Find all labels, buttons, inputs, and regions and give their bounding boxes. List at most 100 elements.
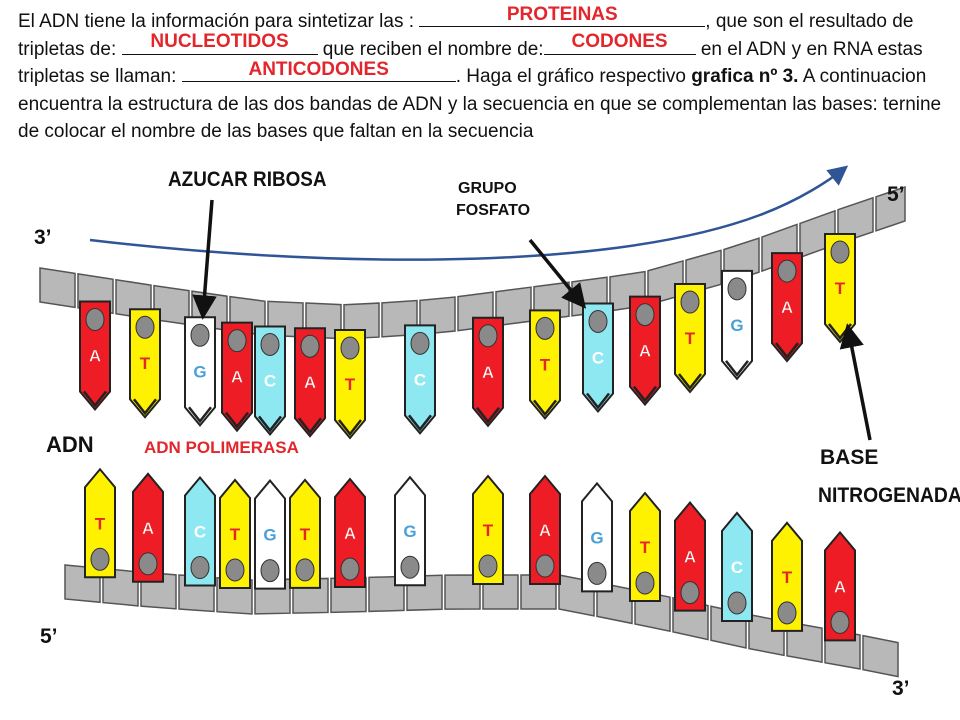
top-base-8: C — [404, 324, 436, 435]
para-text-4: en el ADN y en RNA estas tripletas se ll… — [18, 38, 923, 88]
top-base-15: A — [771, 252, 803, 363]
base-letter: A — [781, 298, 793, 317]
bottom-backbone-segment — [786, 620, 823, 664]
base-letter: G — [730, 316, 743, 335]
blank-3[interactable]: CODONES — [543, 31, 696, 55]
base-letter: A — [684, 548, 696, 567]
base-letter: A — [231, 368, 243, 387]
bottom-backbone-segment — [596, 581, 633, 625]
top-backbone-segment — [39, 267, 76, 309]
base-letter: A — [344, 524, 356, 543]
label-grupo: GRUPO — [458, 180, 517, 197]
para-text-2: , que son el resultado de tripletas de: — [18, 11, 914, 60]
para-figure-ref: grafica nº 3. — [691, 66, 799, 87]
base-letter: G — [263, 526, 276, 545]
bottom-base-13: A — [674, 501, 706, 612]
top-base-14: G — [721, 269, 753, 381]
para-text-6: A continuacion encuentra la estructura d… — [18, 66, 942, 142]
top-base-12: A — [629, 295, 661, 407]
base-letter: G — [403, 522, 416, 541]
top-base-4: A — [221, 321, 253, 433]
bottom-base-14: C — [721, 511, 753, 622]
top-backbone-segment — [837, 196, 874, 245]
bottom-base-10: A — [529, 474, 561, 585]
label-adn: ADN — [46, 432, 94, 457]
top-backbone-segment — [875, 185, 906, 232]
bottom-base-2: A — [132, 472, 164, 583]
bottom-base-6: T — [289, 478, 321, 589]
base-letter: C — [414, 370, 426, 389]
label-adn-polimerasa: ADN POLIMERASA — [144, 438, 299, 457]
bottom-base-16: A — [824, 530, 856, 642]
bottom-base-7: A — [334, 477, 366, 588]
end-label-top-right: 5’ — [887, 183, 905, 206]
base-letter: T — [345, 375, 356, 394]
top-base-9: A — [472, 316, 504, 428]
label-base: BASE — [820, 446, 879, 469]
label-azucar-ribosa: AZUCAR RIBOSA — [168, 168, 327, 191]
base-letter: A — [639, 342, 651, 361]
bottom-base-1: T — [84, 467, 116, 579]
base-letter: T — [835, 279, 846, 298]
bottom-base-11: G — [581, 481, 613, 593]
base-letter: A — [834, 577, 846, 596]
base-letter: T — [95, 514, 106, 533]
answer-codones: CODONES — [571, 31, 668, 52]
base-letter: C — [731, 558, 743, 577]
bottom-base-9: T — [472, 474, 504, 585]
bottom-backbone-segment — [862, 634, 899, 678]
azucar-arrow — [192, 199, 217, 320]
base-letter: C — [194, 523, 206, 542]
base-letter: T — [230, 525, 241, 544]
bottom-strand-bases: T A C T G T A G T A G T A C T A — [84, 467, 856, 642]
top-base-10: T — [529, 309, 561, 420]
base-letter: A — [304, 373, 316, 392]
top-base-5: C — [254, 325, 286, 437]
base-letter: T — [540, 355, 551, 374]
blank-1[interactable]: PROTEINAS — [419, 4, 706, 27]
top-base-6: A — [294, 327, 326, 438]
base-letter: A — [142, 519, 154, 538]
base-letter: A — [539, 521, 551, 540]
para-text-1: El ADN tiene la información para sinteti… — [18, 11, 415, 32]
bottom-backbone-segment — [444, 574, 481, 610]
base-letter: C — [264, 371, 276, 390]
answer-anticodones: ANTICODONES — [248, 58, 389, 80]
label-fosfato: FOSFATO — [456, 202, 531, 219]
top-base-16: T — [824, 233, 856, 344]
base-letter: G — [590, 528, 603, 547]
blank-2[interactable]: NUCLEOTIDOS — [121, 31, 318, 55]
base-letter: T — [140, 354, 151, 373]
bottom-base-15: T — [771, 521, 803, 632]
answer-proteinas: PROTEINAS — [506, 3, 618, 25]
bottom-base-8: G — [394, 475, 426, 587]
instruction-paragraph: El ADN tiene la información para sinteti… — [18, 4, 948, 146]
base-letter: T — [685, 329, 696, 348]
para-text-5: . Haga el gráfico respectivo — [455, 66, 686, 87]
top-base-7: T — [334, 329, 366, 440]
base-letter: G — [193, 362, 206, 381]
top-base-3: G — [184, 316, 216, 427]
base-letter: T — [483, 521, 494, 540]
blank-4[interactable]: ANTICODONES — [181, 59, 456, 82]
top-base-11: C — [582, 302, 614, 414]
bottom-base-12: T — [629, 491, 661, 602]
top-base-13: T — [674, 283, 706, 394]
fosfato-arrow — [528, 238, 587, 309]
para-text-3: que reciben el nombre de: — [322, 38, 544, 60]
end-label-bottom-left: 5’ — [40, 625, 58, 648]
base-letter: C — [592, 348, 604, 367]
base-arrow — [839, 323, 872, 441]
base-letter: A — [89, 347, 101, 366]
top-strand-bases: A T G A C A T C A T C A T G A T — [79, 233, 856, 440]
base-letter: T — [782, 568, 793, 587]
label-nitrogenada: NITROGENADA — [818, 484, 960, 507]
top-base-2: T — [129, 308, 161, 419]
base-letter: A — [482, 363, 494, 382]
base-letter: T — [640, 538, 651, 557]
bottom-base-5: G — [254, 479, 286, 590]
top-base-1: A — [79, 300, 111, 412]
answer-nucleotidos: NUCLEOTIDOS — [150, 31, 289, 52]
base-letter: T — [300, 525, 311, 544]
